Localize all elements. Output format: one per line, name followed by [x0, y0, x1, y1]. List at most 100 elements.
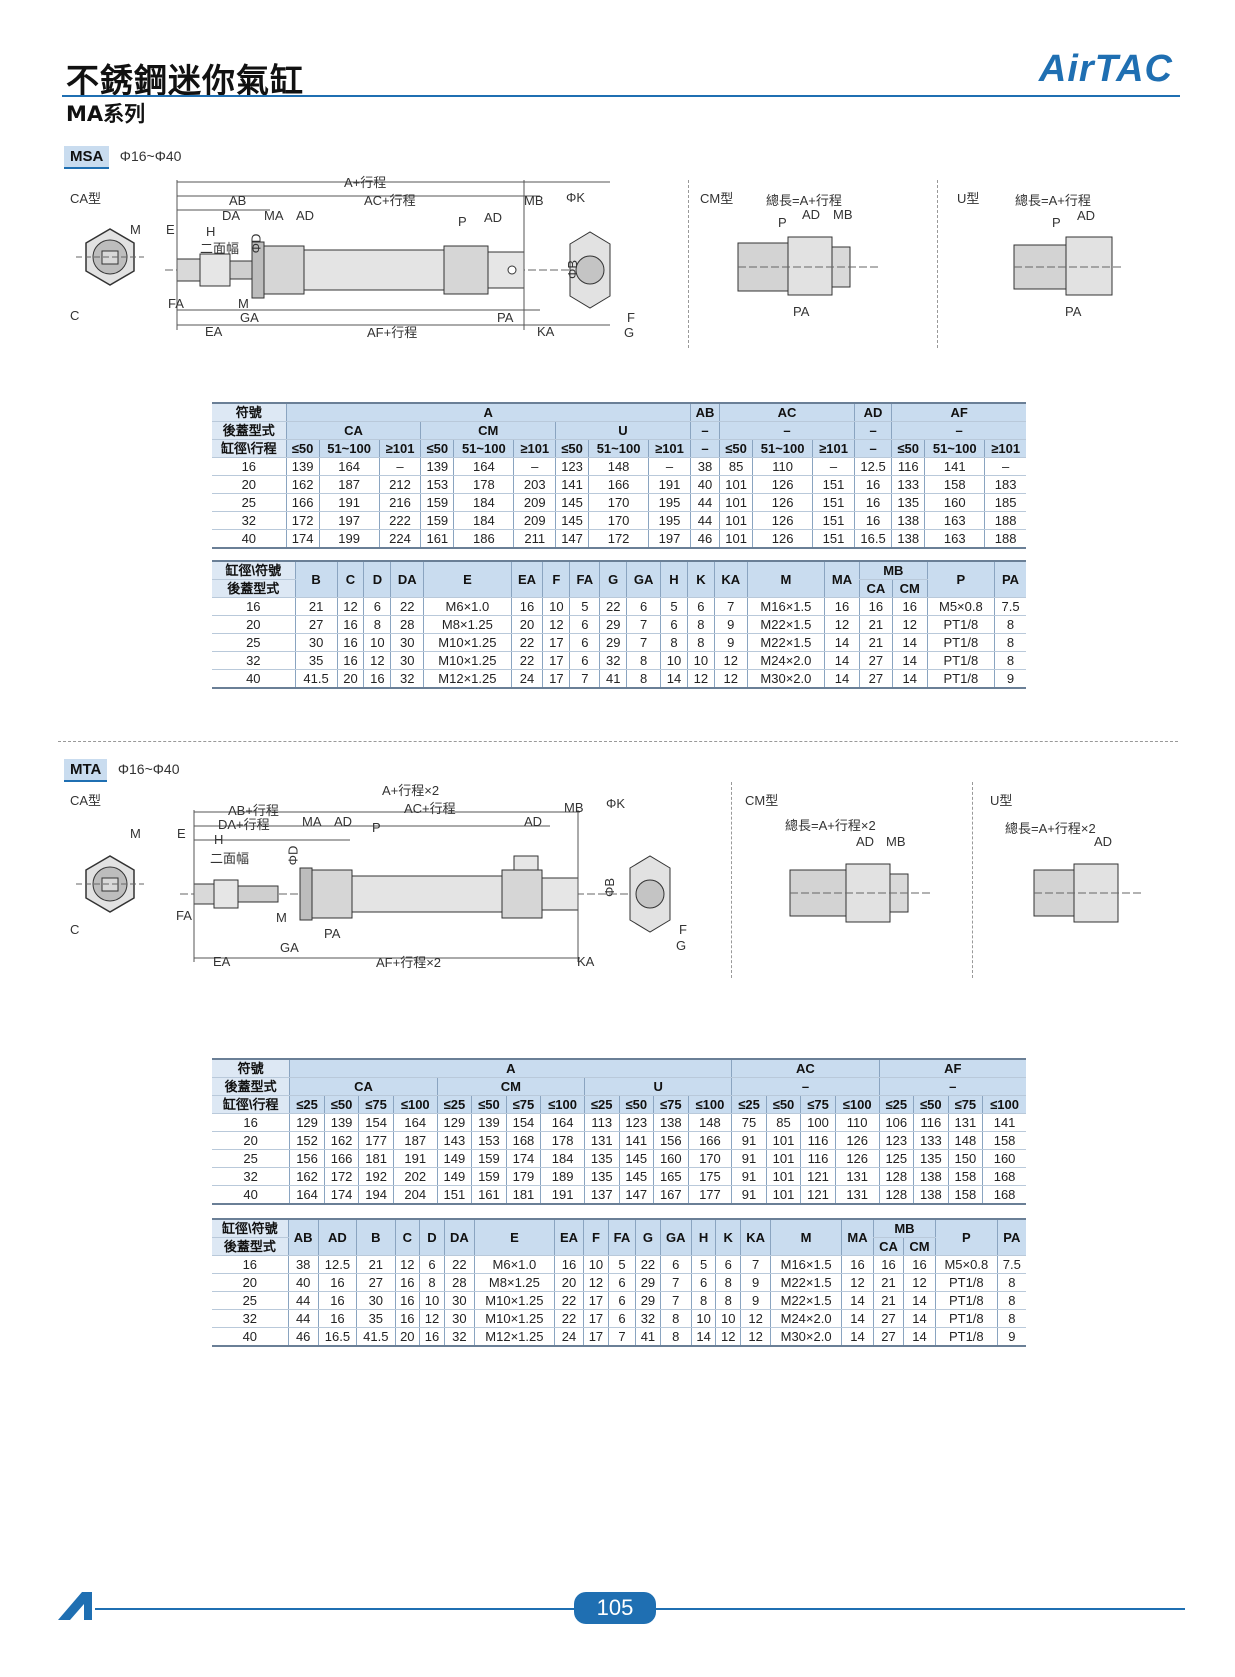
stroke-header: ≤50	[323, 1095, 359, 1114]
table-cell: 10	[660, 651, 688, 670]
table-cell: 46	[287, 1327, 319, 1347]
table-cell: 9	[996, 1327, 1026, 1347]
table-cell: 7	[607, 1327, 636, 1347]
mta-cm-total: 總長=A+行程×2	[785, 818, 876, 833]
row-header: 後蓋型式	[212, 1077, 290, 1096]
table-cell: 159	[420, 493, 454, 512]
table-cell: 123	[618, 1113, 654, 1132]
table-cell: M16×1.5	[746, 597, 825, 616]
table-cell: 16	[336, 651, 364, 670]
msa-separator-1	[688, 180, 689, 348]
table-cell: 16	[853, 511, 892, 530]
table-cell: 153	[471, 1131, 507, 1150]
table-cell: 188	[984, 511, 1026, 530]
table-cell: 166	[687, 1131, 732, 1150]
msa-dim-m-2: M	[238, 296, 249, 311]
msa-dim-da: DA	[222, 208, 241, 223]
table-cell: 91	[731, 1131, 767, 1150]
stroke-header: 51~100	[453, 439, 514, 458]
table-cell: 181	[358, 1149, 394, 1168]
table-cell: 174	[323, 1185, 359, 1205]
table-cell: 22	[390, 597, 424, 616]
table-cell: 166	[323, 1149, 359, 1168]
mta-u-ad: AD	[1094, 834, 1113, 849]
row-header: 後蓋型式	[212, 1237, 289, 1256]
table-cell: 44	[689, 493, 720, 512]
table-cell: 24	[553, 1327, 584, 1347]
table-cell: 116	[913, 1113, 949, 1132]
mta-dim-ad-2: AD	[524, 814, 543, 829]
table-cell: 16	[212, 1255, 289, 1274]
table-cell: 154	[505, 1113, 541, 1132]
msa-dim-mb: MB	[524, 193, 544, 208]
table-cell: 164	[453, 457, 514, 476]
table-cell: PT1/8	[934, 1309, 998, 1328]
table-cell: 7	[713, 597, 748, 616]
table-cell: 168	[982, 1185, 1026, 1205]
table-cell: 192	[358, 1167, 394, 1186]
table-cell: 149	[436, 1149, 472, 1168]
table-cell: 170	[588, 493, 649, 512]
page-number: 105	[574, 1592, 656, 1624]
msa-front-hex	[76, 228, 144, 286]
table-cell: 16	[336, 633, 364, 652]
table-cell: 30	[390, 633, 424, 652]
table-cell: 7	[740, 1255, 771, 1274]
table-cell: 8	[994, 633, 1026, 652]
stroke-header: ≤25	[436, 1095, 472, 1114]
table-cell: 158	[947, 1185, 983, 1205]
table-cell: 101	[765, 1185, 801, 1205]
table-cell: 6	[607, 1273, 636, 1292]
table-cell: 22	[510, 651, 543, 670]
mta-front-hex	[76, 855, 144, 913]
table-cell: 160	[982, 1149, 1026, 1168]
cover-header: –	[731, 1077, 880, 1096]
mta-u-label: U型	[990, 793, 1013, 808]
msa-ca-label: CA型	[70, 191, 102, 206]
page-title: 不銹鋼迷你氣缸	[66, 61, 304, 100]
table-cell: 191	[648, 475, 691, 494]
table-cell: 126	[752, 529, 813, 549]
table-cell: 121	[800, 1167, 836, 1186]
msa-dim-ga: GA	[240, 310, 259, 325]
mta-dim-ad: AD	[334, 814, 353, 829]
table-cell: M10×1.25	[473, 1291, 555, 1310]
msa-u-total: 總長=A+行程	[1015, 193, 1091, 208]
msa-cm-total: 總長=A+行程	[766, 193, 842, 208]
table-cell: 10	[583, 1255, 609, 1274]
table-cell: 14	[903, 1291, 936, 1310]
mta-dim-pa: PA	[324, 926, 341, 941]
table-cell: M8×1.25	[473, 1273, 555, 1292]
msa-cylinder-side	[165, 231, 611, 309]
column-header: E	[423, 560, 512, 598]
msa-dim-d: ΦD	[248, 233, 264, 254]
table-cell: –	[812, 457, 855, 476]
table-cell: 14	[841, 1327, 874, 1347]
table-cell: 7	[626, 615, 661, 634]
section-divider	[58, 741, 1178, 742]
table-cell: 123	[878, 1131, 914, 1150]
table-cell: 30	[390, 651, 424, 670]
table-cell: 5	[569, 597, 600, 616]
row-header: 缸徑\符號	[212, 1218, 289, 1238]
msa-u-ad: AD	[1077, 208, 1096, 223]
table-cell: 21	[872, 1273, 904, 1292]
table-cell: 16.5	[317, 1327, 357, 1347]
table-cell: 139	[471, 1113, 507, 1132]
table-cell: 12	[713, 669, 748, 689]
column-header: M	[746, 560, 825, 598]
table-cell: 21	[858, 633, 893, 652]
table-cell: 75	[731, 1113, 767, 1132]
table-cell: 181	[505, 1185, 541, 1205]
table-cell: 41	[635, 1327, 661, 1347]
table-cell: 177	[687, 1185, 732, 1205]
cover-header: CA	[289, 1077, 438, 1096]
table-cell: M8×1.25	[423, 615, 512, 634]
